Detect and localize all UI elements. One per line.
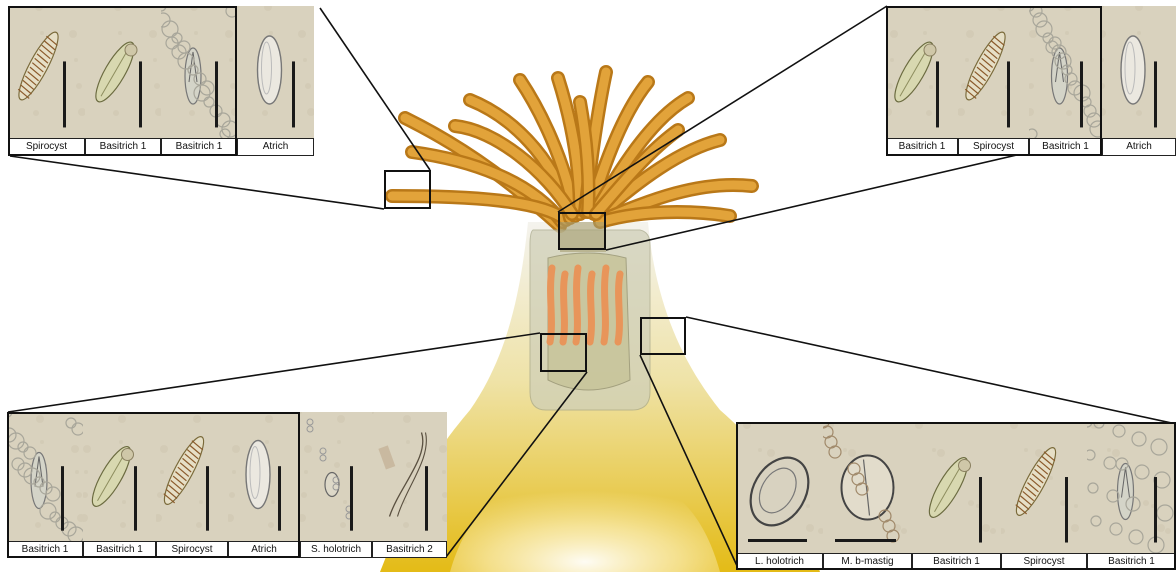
micrograph-basitrich-debris: Basitrich 1: [7, 412, 83, 558]
micrograph-image: [8, 6, 85, 138]
micrograph-image: [958, 6, 1029, 138]
micrograph-image: [912, 422, 1001, 553]
micrograph-caption: Basitrich 1: [85, 138, 161, 156]
micrograph-caption: Basitrich 1: [886, 138, 958, 156]
micrograph-atrich: Atrich: [237, 6, 314, 156]
micrograph-caption: L. holotrich: [736, 553, 823, 570]
micrograph-caption: Atrich: [237, 138, 314, 156]
micrograph-image: [886, 6, 958, 138]
zoom-box-oral-disc: [558, 212, 606, 250]
micrograph-basitrich-debris: Basitrich 1: [1087, 422, 1176, 570]
micrograph-atrich: Atrich: [1102, 6, 1176, 156]
micrograph-image: [7, 412, 83, 541]
micrograph-basitrich: Basitrich 1: [912, 422, 1001, 570]
micrograph-holotrich-large: L. holotrich: [736, 422, 823, 570]
micrograph-caption: Basitrich 1: [83, 541, 156, 558]
micrograph-image: [85, 6, 161, 138]
micrograph-image: [83, 412, 156, 541]
micrograph-caption: Atrich: [1102, 138, 1176, 156]
micrograph-image: [1029, 6, 1102, 138]
micrograph-caption: Basitrich 1: [1087, 553, 1176, 570]
micrograph-spirocyst: Spirocyst: [958, 6, 1029, 156]
micrograph-spirocyst: Spirocyst: [8, 6, 85, 156]
zoom-box-pharynx: [540, 333, 587, 372]
micrograph-image: [372, 412, 447, 541]
micrograph-mastig: M. b-mastig: [823, 422, 912, 570]
micrograph-basitrich: Basitrich 1: [83, 412, 156, 558]
micrograph-caption: Basitrich 1: [1029, 138, 1102, 156]
micrograph-basitrich: Basitrich 1: [886, 6, 958, 156]
micrograph-caption: Basitrich 1: [7, 541, 83, 558]
micrograph-image: [1001, 422, 1087, 553]
micrograph-basitrich: Basitrich 1: [85, 6, 161, 156]
micrograph-caption: Basitrich 2: [372, 541, 447, 558]
micrograph-spirocyst: Spirocyst: [1001, 422, 1087, 570]
micrograph-caption: Basitrich 1: [161, 138, 237, 156]
micrograph-caption: Basitrich 1: [912, 553, 1001, 570]
micrograph-caption: S. holotrich: [300, 541, 372, 558]
micrograph-basitrich-debris: Basitrich 1: [1029, 6, 1102, 156]
micrograph-image: [1087, 422, 1176, 553]
micrograph-image: [736, 422, 823, 553]
micrograph-image: [1102, 6, 1176, 138]
micrograph-image: [237, 6, 314, 138]
micrograph-spirocyst: Spirocyst: [156, 412, 228, 558]
micrograph-holotrich-small: S. holotrich: [300, 412, 372, 558]
micrograph-caption: Atrich: [228, 541, 300, 558]
zoom-box-column: [640, 317, 686, 355]
zoom-box-tentacle: [384, 170, 431, 209]
micrograph-caption: Spirocyst: [958, 138, 1029, 156]
micrograph-caption: Spirocyst: [156, 541, 228, 558]
micrograph-image: [300, 412, 372, 541]
micrograph-caption: Spirocyst: [8, 138, 85, 156]
micrograph-atrich: Atrich: [228, 412, 300, 558]
micrograph-image: [156, 412, 228, 541]
micrograph-image: [228, 412, 300, 541]
micrograph-image: [161, 6, 237, 138]
micrograph-image: [823, 422, 912, 553]
micrograph-caption: M. b-mastig: [823, 553, 912, 570]
micrograph-caption: Spirocyst: [1001, 553, 1087, 570]
micrograph-basitrich-long: Basitrich 2: [372, 412, 447, 558]
micrograph-basitrich-debris: Basitrich 1: [161, 6, 237, 156]
